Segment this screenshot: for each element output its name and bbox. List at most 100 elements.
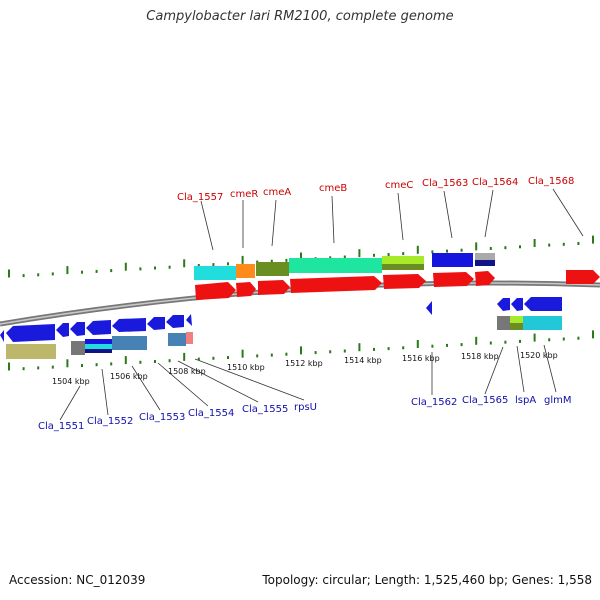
feature-block [432,253,473,267]
minor-tick [110,362,113,366]
feature-block [71,341,85,355]
cds-arrow [0,330,4,342]
major-tick [475,242,478,251]
feature-block [194,266,236,280]
cds-arrow [70,322,85,336]
minor-tick [37,273,40,277]
minor-tick [139,360,142,364]
gene-label[interactable]: glmM [544,395,572,406]
minor-tick [489,247,492,250]
minor-tick [519,339,521,343]
major-tick [533,333,536,342]
feature-block [289,258,382,273]
gene-label[interactable]: Cla_1568 [528,176,574,187]
cds-arrow [6,324,55,342]
major-tick [592,330,594,339]
minor-tick [37,366,40,370]
gene-label[interactable]: Cla_1552 [87,416,133,427]
cds-arrow [147,317,165,330]
minor-tick [460,343,463,347]
minor-tick [197,357,200,361]
gene-label[interactable]: cmeR [230,189,258,200]
minor-tick [402,252,405,256]
gene-label[interactable]: cmeB [319,183,347,194]
scale-label: 1518 kbp [461,352,499,361]
gene-label[interactable]: cmeA [263,187,291,198]
gene-label[interactable]: Cla_1563 [422,178,468,189]
gene-label[interactable]: cmeC [385,180,413,191]
gene-label[interactable]: Cla_1551 [38,421,84,432]
feature-block [236,264,255,278]
cds-arrow [186,314,192,326]
forward-tick-row [8,235,594,278]
major-tick [358,249,361,258]
feature-block [112,336,147,350]
minor-tick [562,337,565,341]
minor-tick [168,265,171,269]
reverse-tick-row [8,330,594,371]
major-tick [300,252,302,261]
major-tick [592,235,594,244]
minor-tick [270,259,273,263]
major-tick [475,336,478,345]
gene-label[interactable]: Cla_1554 [188,408,234,419]
gene-label[interactable]: Cla_1557 [177,192,223,203]
reverse-feature-row [6,316,562,359]
minor-tick [81,270,83,274]
minor-tick [154,360,156,363]
gene-label[interactable]: Cla_1553 [139,412,185,423]
major-tick [124,356,127,365]
cds-arrow [236,282,256,297]
feature-block [186,332,193,344]
feature-block [382,264,424,270]
feature-block [85,349,112,353]
minor-tick [197,264,200,267]
major-tick [416,340,419,348]
gene-label[interactable]: Cla_1562 [411,397,457,408]
forward-feature-row [194,253,495,280]
minor-tick [548,243,551,247]
accession-text: Accession: NC_012039 [9,573,146,587]
minor-tick [343,349,346,353]
gene-label[interactable]: Cla_1555 [242,404,288,415]
major-tick [66,359,69,368]
major-tick [8,269,10,278]
minor-tick [402,346,405,350]
genome-summary-text: Topology: circular; Length: 1,525,460 bp… [262,573,592,587]
feature-block [382,256,424,264]
minor-tick [387,253,390,256]
minor-tick [314,351,317,355]
minor-tick [154,266,156,270]
minor-tick [431,250,434,254]
major-tick [183,352,186,361]
scale-labels: 1504 kbp 1506 kbp 1508 kbp 1510 kbp 1512… [52,351,558,386]
minor-tick [51,365,54,369]
major-tick [358,343,361,352]
gene-label[interactable]: lspA [515,395,536,406]
forward-gene-labels: Cla_1557 cmeR cmeA cmeB cmeC Cla_1563 Cl… [177,176,574,203]
cds-arrow [433,272,474,287]
feature-block [510,316,523,323]
minor-tick [329,256,332,260]
major-tick [124,262,127,271]
major-tick [300,346,302,355]
gene-label[interactable]: Cla_1564 [472,177,518,188]
minor-tick [51,272,54,276]
major-tick [183,259,186,268]
gene-label[interactable]: Cla_1565 [462,395,508,406]
scale-label: 1506 kbp [110,372,148,381]
minor-tick [212,356,215,360]
minor-tick [95,269,98,273]
feature-block [497,316,510,330]
cds-arrow [166,315,184,328]
scale-label: 1514 kbp [344,356,382,365]
gene-label[interactable]: rpsU [294,402,317,413]
scale-label: 1508 kbp [168,367,206,376]
scale-label: 1516 kbp [402,354,440,363]
cds-arrow [383,274,426,289]
minor-tick [81,364,83,367]
cds-arrow [475,271,495,286]
minor-tick [343,255,346,259]
label-leader-lines [59,188,584,421]
feature-block [85,339,112,344]
